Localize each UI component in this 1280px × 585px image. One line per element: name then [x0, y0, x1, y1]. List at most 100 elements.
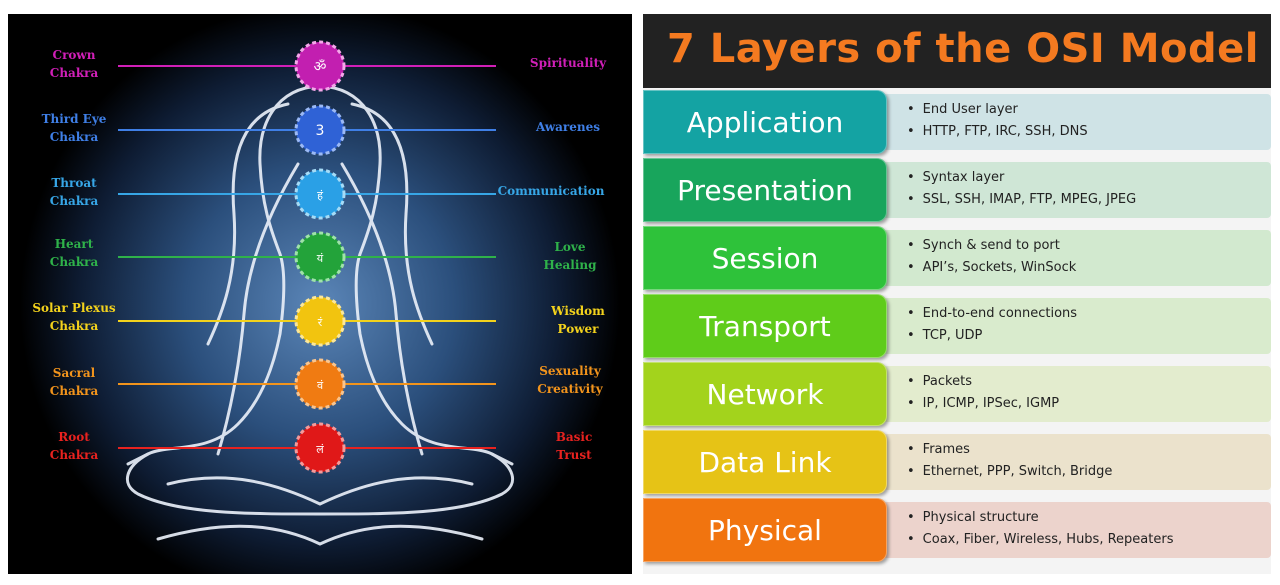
label-crown-chakra: Crown Chakra — [50, 46, 98, 82]
third-eye-chakra-disc — [294, 104, 346, 156]
chakra-diagram: ॐ 3 हं यं रं वं लं Crown Chakra Third Ey… — [8, 14, 632, 574]
layer-bullet-list: Synch & send to portAPI’s, Sockets, WinS… — [907, 235, 1077, 279]
layer-bullet: Synch & send to port — [907, 235, 1076, 257]
layer-bullet: Syntax layer — [907, 167, 1136, 189]
label-line: Chakra — [49, 66, 99, 80]
layer-bullet-list: FramesEthernet, PPP, Switch, Bridge — [907, 439, 1113, 483]
heart-chakra-disc — [294, 231, 346, 283]
label-line: Wisdom — [551, 304, 605, 318]
layer-name-block: Presentation — [643, 158, 887, 222]
label-line: Chakra — [49, 384, 99, 398]
layer-bullet: Packets — [907, 371, 1059, 393]
label-line: Communication — [497, 184, 605, 198]
layer-name-block: Session — [643, 226, 887, 290]
throat-symbol: हं — [317, 189, 323, 202]
label-line: Crown — [52, 48, 96, 62]
label-line: Trust — [556, 448, 592, 462]
chakra-symbols: ॐ 3 हं यं रं वं लं — [314, 59, 327, 456]
label-line: Chakra — [49, 319, 99, 333]
crown-symbol: ॐ — [314, 59, 327, 75]
layer-name: Session — [711, 241, 819, 275]
label-love-healing: Love Healing — [544, 238, 597, 274]
label-sexuality-creativity: Sexuality Creativity — [537, 362, 602, 398]
label-line: Root — [58, 430, 90, 444]
third-eye-symbol: 3 — [316, 123, 325, 139]
heart-symbol: यं — [317, 252, 324, 265]
osi-model-diagram: 7 Layers of the OSI Model ApplicationEnd… — [643, 14, 1271, 574]
layer-bullet: IP, ICMP, IPSec, IGMP — [907, 393, 1059, 415]
solar-plexus-symbol: रं — [318, 316, 323, 329]
label-line: Spirituality — [529, 56, 607, 70]
label-line: Basic — [555, 430, 593, 444]
label-line: Sacral — [52, 366, 96, 380]
layer-bullet-list: End User layerHTTP, FTP, IRC, SSH, DNS — [907, 99, 1088, 143]
root-symbol: लं — [316, 443, 324, 456]
label-line: Throat — [51, 176, 97, 190]
label-line: Chakra — [49, 130, 99, 144]
osi-layer-session: Session Synch & send to portAPI’s, Socket… — [643, 226, 1271, 290]
label-line: Chakra — [49, 448, 99, 462]
layer-name: Network — [706, 377, 824, 411]
layer-name-block: Transport — [643, 294, 887, 358]
label-line: Chakra — [49, 194, 99, 208]
layer-name: Transport — [699, 309, 831, 343]
label-line: Creativity — [537, 382, 603, 396]
label-awareness: Awarenes — [536, 118, 600, 136]
layer-name: Application — [686, 105, 844, 139]
label-solar-plexus-chakra: Solar Plexus Chakra — [32, 299, 115, 335]
label-sacral-chakra: Sacral Chakra — [50, 364, 98, 400]
root-chakra-disc — [294, 422, 346, 474]
label-basic-trust: Basic Trust — [556, 428, 593, 464]
label-third-eye-chakra: Third Eye Chakra — [42, 110, 107, 146]
layer-bullet: End User layer — [907, 99, 1088, 121]
layer-name-block: Physical — [643, 498, 887, 562]
label-heart-chakra: Heart Chakra — [50, 235, 98, 271]
layer-bullet: SSL, SSH, IMAP, FTP, MPEG, JPEG — [907, 189, 1136, 211]
osi-layer-application: Application End User layerHTTP, FTP, IRC,… — [643, 90, 1271, 154]
layer-name: Data Link — [698, 445, 832, 479]
label-spirituality: Spirituality — [530, 54, 606, 72]
layer-name-block: Data Link — [643, 430, 887, 494]
label-communication: Communication — [498, 182, 605, 200]
label-line: Love — [554, 240, 586, 254]
layer-bullet: HTTP, FTP, IRC, SSH, DNS — [907, 121, 1088, 143]
osi-layer-transport: Transport End-to-end connectionsTCP, UDP — [643, 294, 1271, 358]
throat-chakra-disc — [294, 168, 346, 220]
sacral-symbol: वं — [317, 379, 324, 392]
chakra-figure-svg: ॐ 3 हं यं रं वं लं — [20, 14, 620, 574]
osi-layer-presentation: Presentation Syntax layerSSL, SSH, IMAP, … — [643, 158, 1271, 222]
layer-bullet: End-to-end connections — [907, 303, 1077, 325]
crown-chakra-disc — [294, 40, 346, 92]
sacral-chakra-disc — [294, 358, 346, 410]
label-line: Third Eye — [41, 112, 107, 126]
layer-name-block: Application — [643, 90, 887, 154]
label-line: Sexuality — [539, 364, 601, 378]
osi-layer-network: Network PacketsIP, ICMP, IPSec, IGMP — [643, 362, 1271, 426]
osi-layer-physical: Physical Physical structureCoax, Fiber, W… — [643, 498, 1271, 562]
layer-bullet: TCP, UDP — [907, 325, 1077, 347]
label-wisdom-power: Wisdom Power — [551, 302, 605, 338]
solar-plexus-chakra-disc — [294, 295, 346, 347]
osi-layer-data-link: Data Link FramesEthernet, PPP, Switch, Br… — [643, 430, 1271, 494]
layer-bullet-list: PacketsIP, ICMP, IPSec, IGMP — [907, 371, 1059, 415]
label-line: Healing — [543, 258, 597, 272]
layer-bullet-list: Syntax layerSSL, SSH, IMAP, FTP, MPEG, J… — [907, 167, 1136, 211]
osi-header: 7 Layers of the OSI Model — [643, 14, 1271, 88]
osi-title: 7 Layers of the OSI Model — [666, 26, 1259, 72]
label-line: Awarenes — [535, 120, 601, 134]
layer-bullet: Ethernet, PPP, Switch, Bridge — [907, 461, 1113, 483]
layer-bullet: API’s, Sockets, WinSock — [907, 257, 1077, 279]
label-line: Power — [557, 322, 599, 336]
chakra-discs — [294, 40, 346, 474]
layer-name: Presentation — [677, 173, 853, 207]
layer-bullet: Frames — [907, 439, 1112, 461]
background-glow — [20, 14, 620, 574]
layer-bullet-list: End-to-end connectionsTCP, UDP — [907, 303, 1077, 347]
layer-bullet: Physical structure — [907, 507, 1173, 529]
label-root-chakra: Root Chakra — [50, 428, 98, 464]
layer-bullet-list: Physical structureCoax, Fiber, Wireless,… — [907, 507, 1174, 551]
layer-name: Physical — [708, 513, 822, 547]
label-line: Heart — [54, 237, 94, 251]
label-throat-chakra: Throat Chakra — [50, 174, 98, 210]
label-line: Chakra — [49, 255, 99, 269]
